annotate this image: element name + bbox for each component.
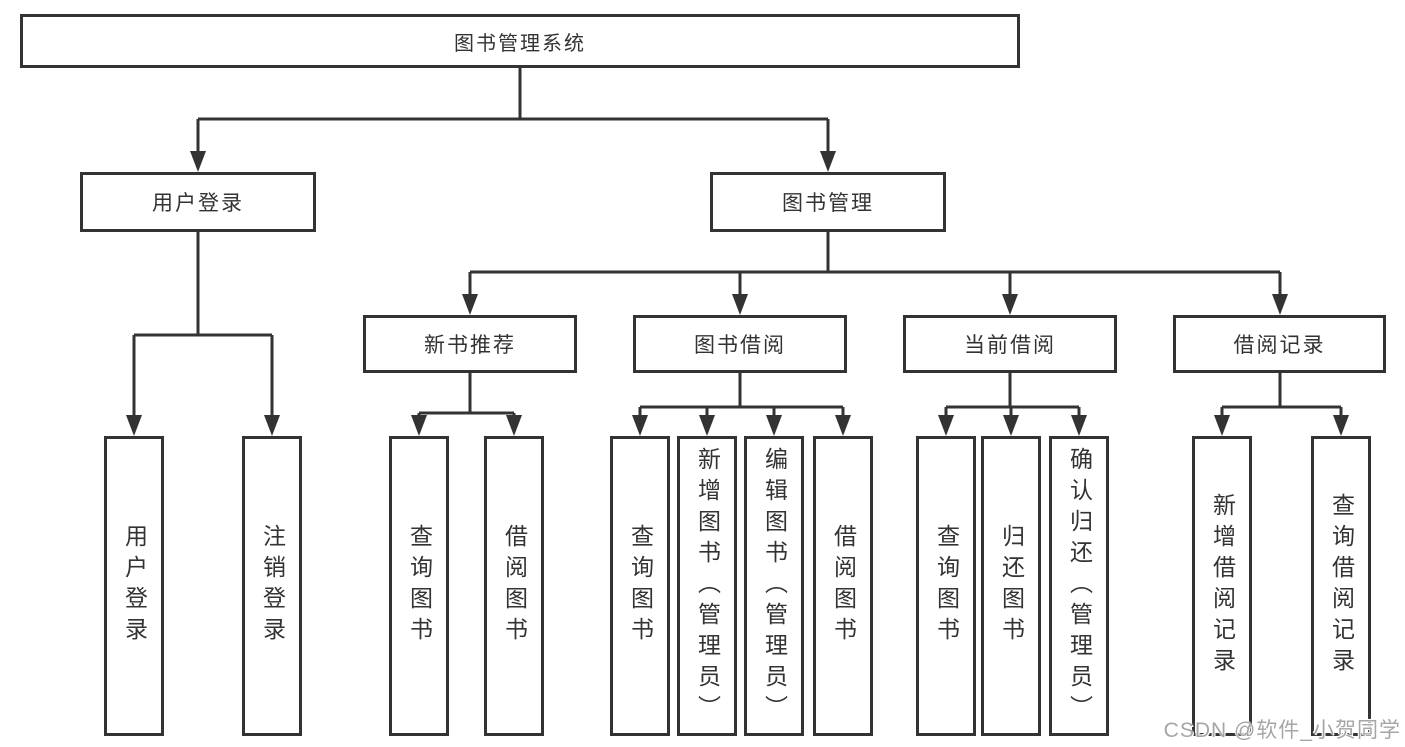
leaf-logout-label: 注销登录: [259, 524, 286, 648]
arrowhead: [632, 415, 648, 436]
arrowhead: [190, 151, 206, 172]
leaf-current-return-books: 归还图书: [981, 436, 1041, 736]
leaf-records-query-record-label: 查询借阅记录: [1328, 493, 1355, 679]
arrowhead: [938, 415, 954, 436]
leaf-borrow-add-books-admin-label: 新增图书（管理员）: [694, 446, 721, 726]
leaf-current-query-books-label: 查询图书: [933, 524, 960, 648]
leaf-recommend-borrow-books-label: 借阅图书: [501, 524, 528, 648]
leaf-recommend-borrow-books: 借阅图书: [484, 436, 544, 736]
leaf-borrow-borrow-books-label: 借阅图书: [830, 524, 857, 648]
leaf-current-confirm-return-admin-label: 确认归还（管理员）: [1066, 446, 1093, 726]
leaf-borrow-query-books-label: 查询图书: [627, 524, 654, 648]
leaf-recommend-query-books-label: 查询图书: [406, 524, 433, 648]
node-current-borrowing-label: 当前借阅: [964, 334, 1056, 357]
leaf-user-login: 用户登录: [104, 436, 164, 736]
node-book-borrowing-label: 图书借阅: [694, 334, 786, 357]
node-user-login: 用户登录: [80, 172, 316, 232]
arrowhead: [766, 415, 782, 436]
arrowhead: [1272, 294, 1288, 315]
leaf-borrow-borrow-books: 借阅图书: [813, 436, 873, 736]
leaf-logout: 注销登录: [242, 436, 302, 736]
csdn-watermark: CSDN @软件_小贺同学: [1163, 719, 1401, 742]
tree-edges: [132, 66, 1343, 421]
node-borrowing-records-label: 借阅记录: [1233, 334, 1326, 357]
leaf-recommend-query-books: 查询图书: [389, 436, 449, 736]
leaf-records-add-record: 新增借阅记录: [1192, 436, 1252, 736]
arrowhead: [820, 151, 836, 172]
node-root-label: 图书管理系统: [454, 32, 586, 55]
arrowhead: [411, 415, 427, 436]
arrowhead: [835, 415, 851, 436]
node-user-login-label: 用户登录: [152, 192, 244, 215]
leaf-records-add-record-label: 新增借阅记录: [1209, 493, 1236, 679]
leaf-current-confirm-return-admin: 确认归还（管理员）: [1049, 436, 1109, 736]
arrowhead: [126, 415, 142, 436]
node-current-borrowing: 当前借阅: [903, 315, 1117, 373]
arrowhead: [699, 415, 715, 436]
arrowhead: [732, 294, 748, 315]
leaf-borrow-edit-books-admin: 编辑图书（管理员）: [744, 436, 804, 736]
arrowhead: [506, 415, 522, 436]
node-borrowing-records: 借阅记录: [1173, 315, 1386, 373]
node-book-borrowing: 图书借阅: [633, 315, 847, 373]
node-book-management: 图书管理: [710, 172, 946, 232]
arrowhead: [462, 294, 478, 315]
arrowhead: [1333, 415, 1349, 436]
arrowhead: [1002, 294, 1018, 315]
leaf-records-query-record: 查询借阅记录: [1311, 436, 1371, 736]
leaf-user-login-label: 用户登录: [121, 524, 148, 648]
arrowhead: [264, 415, 280, 436]
leaf-borrow-edit-books-admin-label: 编辑图书（管理员）: [761, 446, 788, 726]
leaf-current-return-books-label: 归还图书: [998, 524, 1025, 648]
node-new-book-recommendation: 新书推荐: [363, 315, 577, 373]
leaf-borrow-query-books: 查询图书: [610, 436, 670, 736]
arrowhead: [1214, 415, 1230, 436]
leaf-current-query-books: 查询图书: [916, 436, 976, 736]
node-root: 图书管理系统: [20, 14, 1020, 68]
node-new-book-recommendation-label: 新书推荐: [424, 334, 516, 357]
arrowhead: [1071, 415, 1087, 436]
node-book-management-label: 图书管理: [782, 192, 874, 215]
arrowhead: [1003, 415, 1019, 436]
leaf-borrow-add-books-admin: 新增图书（管理员）: [677, 436, 737, 736]
